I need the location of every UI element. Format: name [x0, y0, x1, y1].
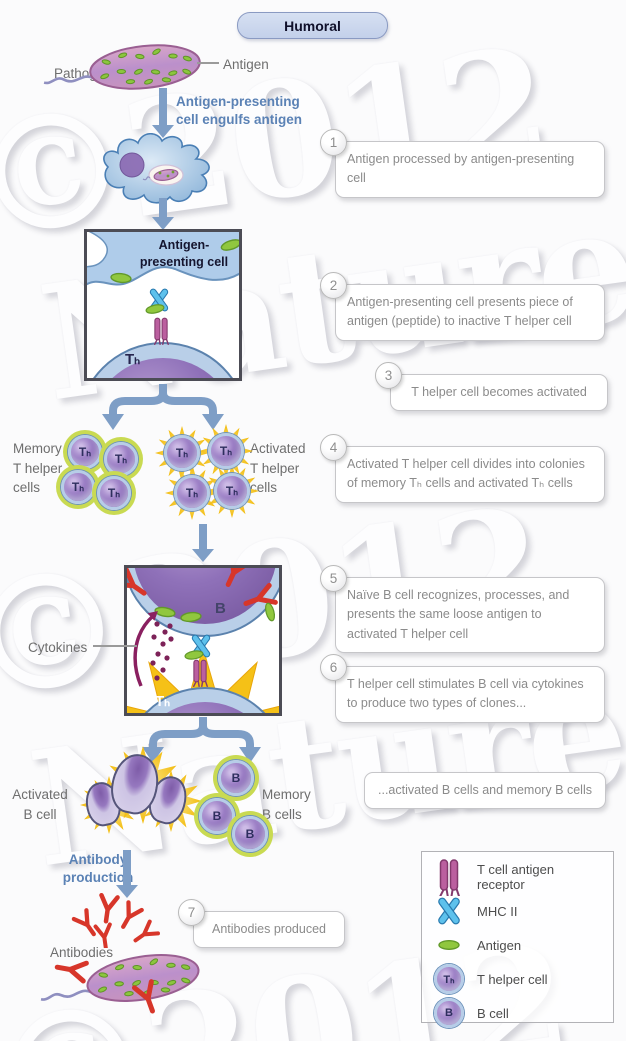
apc-presentation-graphic [87, 232, 239, 378]
activated-t-helper-cells: Tₕ Tₕ Tₕ Tₕ [155, 424, 259, 526]
callout-1-text: Antigen processed by antigen-presenting … [347, 152, 575, 186]
memory-t-cell: Tₕ [97, 476, 131, 510]
mhc-ii-icon [436, 896, 462, 926]
callout-3-number: 3 [375, 362, 402, 389]
cell-glyph: Tₕ [185, 486, 199, 500]
callout-6-text: T helper cell stimulates B cell via cyto… [347, 677, 584, 711]
callout-3: 3 T helper cell becomes activated [375, 362, 608, 412]
legend-row-t-helper-cell: Tₕ T helper cell [432, 962, 603, 996]
memory-b-cells: B B B [196, 756, 278, 860]
engulf-caption: Antigen-presenting cell engulfs antigen [176, 94, 303, 127]
apc-presentation-inset: Antigen-presenting cell Tₕ [84, 229, 242, 381]
antibodies-label: Antibodies [50, 945, 114, 960]
callout-5-number: 5 [320, 565, 347, 592]
activated-t-cell: Tₕ [164, 435, 200, 471]
cell-glyph: Tₕ [443, 973, 455, 986]
memory-t-helper-label: Memory T helper cells [13, 441, 63, 496]
cell-glyph: Tₕ [71, 480, 85, 494]
activated-b-cell-label: Activated B cell [12, 787, 68, 822]
callout-2: 2 Antigen-presenting cell presents piece… [320, 272, 605, 341]
memory-t-cell: Tₕ [104, 442, 138, 476]
callout-6: 6 T helper cell stimulates B cell via cy… [320, 654, 605, 723]
cell-glyph: B [445, 1007, 453, 1019]
cell-glyph: B [245, 827, 255, 841]
callout-1-number: 1 [320, 129, 347, 156]
cell-glyph: Tₕ [78, 445, 92, 459]
activated-t-cell: Tₕ [214, 473, 250, 509]
pathogen-with-antibodies-illustration [35, 946, 204, 1017]
legend-label: T cell antigen receptor [477, 862, 555, 892]
apc-box-title: Antigen-presenting cell [139, 238, 229, 269]
down-arrow [152, 198, 174, 230]
cell-glyph: B [212, 809, 222, 823]
callout-b-clones-text: ...activated B cells and memory B cells [378, 783, 592, 797]
memory-b-cells-label: Memory B cells [262, 787, 311, 822]
legend-label: T helper cell [477, 971, 548, 987]
legend-row-t-cell-receptor: T cell antigen receptor [432, 859, 603, 896]
cytokine-dots [150, 621, 174, 681]
callout-2-number: 2 [320, 272, 347, 299]
callout-3-text: T helper cell becomes activated [411, 385, 587, 399]
split-arrow [102, 384, 224, 430]
callout-1: 1 Antigen processed by antigen-presentin… [320, 129, 605, 198]
memory-t-helper-cells: Tₕ Tₕ Tₕ Tₕ [60, 429, 152, 521]
pathogen-illustration [40, 39, 204, 98]
callout-7-text: Antibodies produced [212, 922, 326, 936]
antigen-pointer-line [197, 62, 219, 64]
callout-4-number: 4 [320, 434, 347, 461]
callout-4-text: Activated T helper cell divides into col… [347, 457, 585, 491]
b-cell-icon: B [434, 998, 464, 1028]
activated-t-cell: Tₕ [174, 475, 210, 511]
t-helper-glyph: Tₕ [125, 351, 141, 368]
down-arrow [192, 524, 214, 562]
callout-2-text: Antigen-presenting cell presents piece o… [347, 295, 573, 329]
memory-b-cell: B [199, 798, 235, 834]
down-arrow [116, 850, 138, 898]
callout-7: 7 Antibodies produced [178, 899, 345, 949]
cell-glyph: Tₕ [175, 446, 189, 460]
legend-label: B cell [477, 1005, 509, 1021]
t-helper-cell-icon: Tₕ [434, 964, 464, 994]
antibody-production-caption: Antibody production [62, 852, 134, 885]
callout-6-number: 6 [320, 654, 347, 681]
callout-4: 4 Activated T helper cell divides into c… [320, 434, 605, 503]
cell-glyph: Tₕ [107, 486, 121, 500]
memory-b-cell: B [232, 816, 268, 852]
cytokines-pointer-line [93, 645, 137, 647]
legend-label: MHC II [477, 903, 518, 919]
cell-glyph: B [231, 771, 241, 785]
memory-t-cell: Tₕ [61, 470, 95, 504]
cell-glyph: Tₕ [219, 444, 233, 458]
down-arrow [152, 88, 174, 138]
antigen-label: Antigen [223, 57, 269, 72]
cytokines-label: Cytokines [28, 640, 88, 655]
legend-row-b-cell: B B cell [432, 996, 603, 1030]
callout-7-number: 7 [178, 899, 205, 926]
callout-5: 5 Naïve B cell recognizes, processes, an… [320, 565, 605, 654]
antigen-icon [438, 940, 460, 950]
memory-t-cell: Tₕ [68, 435, 102, 469]
activated-t-helper-label: Activated T helper cells [250, 441, 306, 496]
t-cell-antigen-receptor-icon [439, 859, 460, 896]
legend-row-antigen: Antigen [432, 928, 603, 962]
cell-glyph: Tₕ [114, 452, 128, 466]
legend: T cell antigen receptor MHC II Antigen T… [421, 851, 614, 1028]
b-cell-interaction-graphic [127, 568, 279, 713]
activated-t-cell: Tₕ [208, 433, 244, 469]
callout-b-clones: ...activated B cells and memory B cells [364, 772, 606, 810]
memory-b-cell: B [218, 760, 254, 796]
cell-glyph: Tₕ [225, 484, 239, 498]
b-cell-interaction-inset: B Tₕ [124, 565, 282, 716]
t-helper-glyph: Tₕ [155, 693, 171, 710]
antigen-presenting-cell-illustration [103, 133, 210, 204]
legend-label: Antigen [477, 937, 522, 953]
humoral-tab-button[interactable]: Humoral [237, 12, 388, 39]
b-cell-glyph: B [215, 600, 226, 617]
legend-row-mhc-ii: MHC II [432, 894, 603, 928]
activated-b-cells [80, 746, 202, 862]
callout-5-text: Naïve B cell recognizes, processes, and … [347, 588, 570, 641]
split-arrow [142, 717, 261, 763]
